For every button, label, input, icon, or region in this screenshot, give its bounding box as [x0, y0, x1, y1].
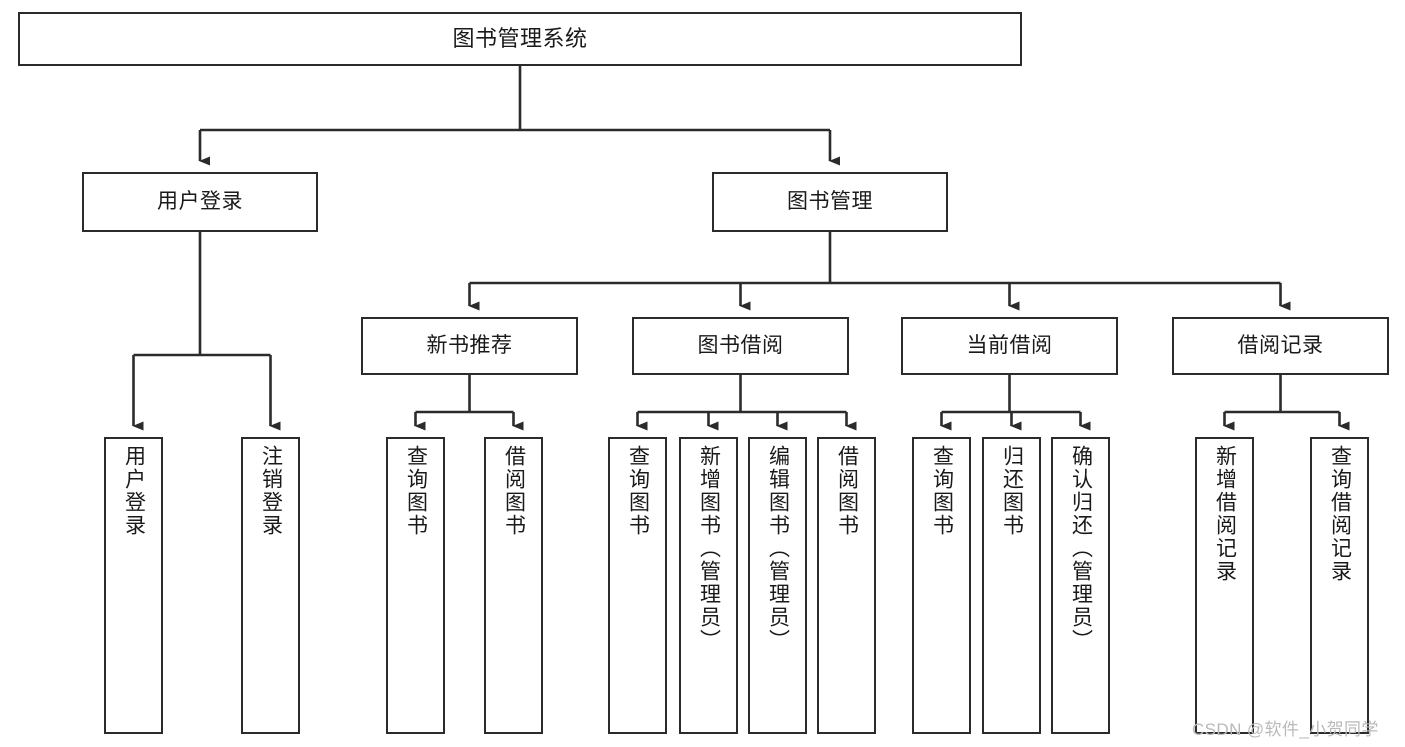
node-label: 借阅图书: [502, 445, 526, 537]
node-label: 图书管理: [787, 189, 873, 213]
node-label: 确认归还（管理员）: [1069, 445, 1093, 652]
node-label: 编辑图书（管理员）: [766, 445, 790, 652]
node-newbook[interactable]: 新书推荐: [361, 317, 578, 375]
node-label: 用户登录: [122, 445, 146, 537]
node-leaf-6[interactable]: 新增图书（管理员）: [679, 437, 738, 734]
node-label: 图书管理系统: [452, 26, 588, 52]
node-leaf-4[interactable]: 借阅图书: [484, 437, 543, 734]
node-leaf-1[interactable]: 用户登录: [104, 437, 163, 734]
node-leaf-2[interactable]: 注销登录: [241, 437, 300, 734]
node-leaf-10[interactable]: 归还图书: [982, 437, 1041, 734]
node-label: 查询图书: [404, 445, 428, 537]
node-label: 查询图书: [626, 445, 650, 537]
node-label: 借阅图书: [835, 445, 859, 537]
node-current[interactable]: 当前借阅: [901, 317, 1118, 375]
node-label: 当前借阅: [966, 333, 1053, 357]
node-borrow[interactable]: 图书借阅: [632, 317, 849, 375]
node-records[interactable]: 借阅记录: [1172, 317, 1389, 375]
csdn-watermark: CSDN @软件_小贺同学: [1192, 720, 1379, 739]
node-leaf-7[interactable]: 编辑图书（管理员）: [748, 437, 807, 734]
node-leaf-11[interactable]: 确认归还（管理员）: [1051, 437, 1110, 734]
node-leaf-9[interactable]: 查询图书: [912, 437, 971, 734]
node-leaf-5[interactable]: 查询图书: [608, 437, 667, 734]
node-label: 查询借阅记录: [1328, 445, 1352, 583]
node-label: 注销登录: [259, 445, 283, 537]
node-root[interactable]: 图书管理系统: [18, 12, 1022, 66]
node-label: 查询图书: [930, 445, 954, 537]
node-login[interactable]: 用户登录: [82, 172, 318, 232]
node-label: 新书推荐: [426, 333, 513, 357]
node-label: 用户登录: [157, 189, 243, 213]
node-leaf-3[interactable]: 查询图书: [386, 437, 445, 734]
node-label: 图书借阅: [697, 333, 784, 357]
node-label: 新增借阅记录: [1213, 445, 1237, 583]
node-leaf-13[interactable]: 查询借阅记录: [1310, 437, 1369, 734]
node-leaf-8[interactable]: 借阅图书: [817, 437, 876, 734]
node-leaf-12[interactable]: 新增借阅记录: [1195, 437, 1254, 734]
node-label: 新增图书（管理员）: [697, 445, 721, 652]
node-label: 归还图书: [1000, 445, 1024, 537]
node-bookmgmt[interactable]: 图书管理: [712, 172, 948, 232]
node-label: 借阅记录: [1237, 333, 1324, 357]
